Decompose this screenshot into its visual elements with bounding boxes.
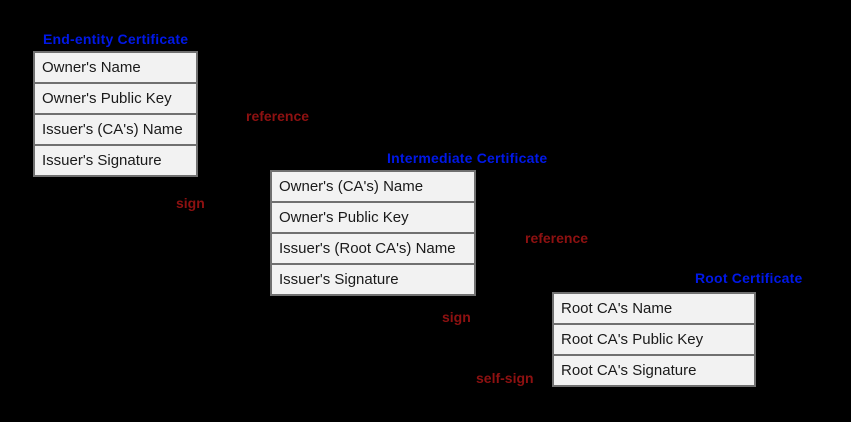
certificate-field: Owner's Name bbox=[35, 53, 196, 84]
intermediate-certificate-box: Owner's (CA's) Name Owner's Public Key I… bbox=[270, 170, 476, 296]
certificate-field: Root CA's Name bbox=[554, 294, 754, 325]
certificate-field: Owner's Public Key bbox=[35, 84, 196, 115]
intermediate-certificate-title: Intermediate Certificate bbox=[387, 150, 548, 166]
certificate-field: Owner's Public Key bbox=[272, 203, 474, 234]
relation-label-reference-intermediate-to-root: reference bbox=[525, 230, 589, 246]
relation-label-reference-end-to-intermediate: reference bbox=[246, 108, 310, 124]
end-entity-certificate-title: End-entity Certificate bbox=[43, 31, 189, 47]
certificate-field: Owner's (CA's) Name bbox=[272, 172, 474, 203]
relation-label-sign-end-entity: sign bbox=[176, 195, 205, 211]
root-certificate-box: Root CA's Name Root CA's Public Key Root… bbox=[552, 292, 756, 387]
certificate-field: Root CA's Signature bbox=[554, 356, 754, 385]
certificate-field: Issuer's (CA's) Name bbox=[35, 115, 196, 146]
certificate-field: Issuer's Signature bbox=[35, 146, 196, 175]
certificate-field: Root CA's Public Key bbox=[554, 325, 754, 356]
end-entity-certificate-box: Owner's Name Owner's Public Key Issuer's… bbox=[33, 51, 198, 177]
relation-label-self-sign-root: self-sign bbox=[476, 370, 534, 386]
root-certificate-title: Root Certificate bbox=[695, 270, 803, 286]
certificate-field: Issuer's (Root CA's) Name bbox=[272, 234, 474, 265]
certificate-field: Issuer's Signature bbox=[272, 265, 474, 294]
relation-label-sign-intermediate: sign bbox=[442, 309, 471, 325]
